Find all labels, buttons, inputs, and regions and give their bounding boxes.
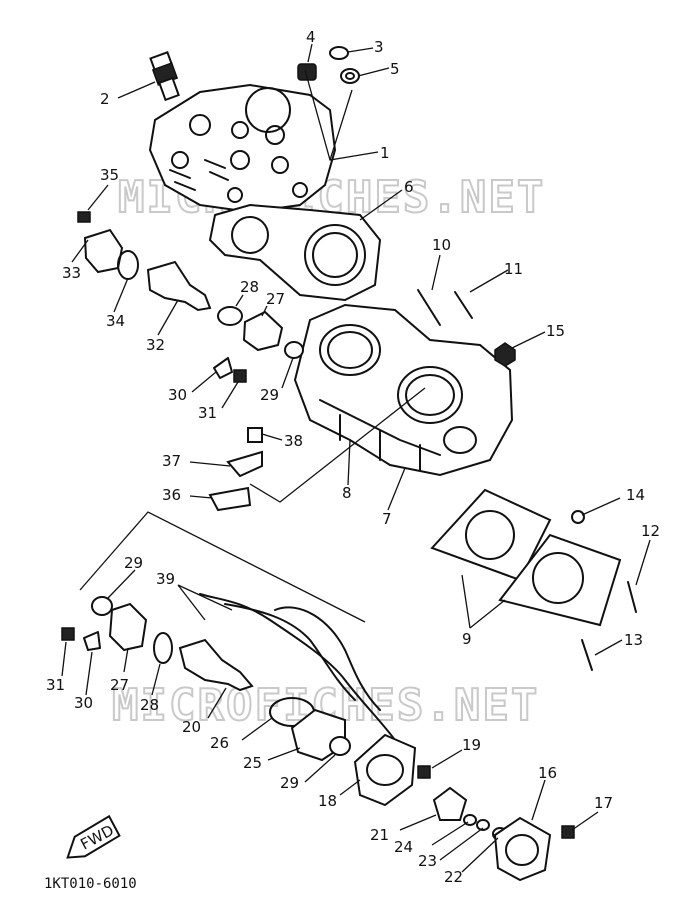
servo-cover [493, 816, 575, 882]
cylinder-base-gaskets [430, 488, 622, 627]
head-gasket [208, 203, 382, 302]
spark-plug [149, 51, 180, 102]
callout-31-lower: 31 [46, 676, 65, 694]
callout-32: 32 [146, 336, 165, 354]
callout-11: 11 [504, 260, 523, 278]
callout-labels: 1 2 3 4 5 6 7 8 9 10 11 12 13 14 15 16 1… [46, 28, 660, 886]
callout-18: 18 [318, 792, 337, 810]
callout-16: 16 [538, 764, 557, 782]
callout-17: 17 [594, 794, 613, 812]
callout-33: 33 [62, 264, 81, 282]
callout-24: 24 [394, 838, 413, 856]
callout-35: 35 [100, 166, 119, 184]
callout-38: 38 [284, 432, 303, 450]
callout-28-lower: 28 [140, 696, 159, 714]
callout-28-upper: 28 [240, 278, 259, 296]
upper-valve-parts [77, 211, 304, 383]
callout-25: 25 [243, 754, 262, 772]
callout-14: 14 [626, 486, 645, 504]
dowel-and-studs [571, 510, 637, 671]
cylinder-head [148, 83, 337, 214]
cylinder-studs [417, 289, 473, 326]
callout-1: 1 [380, 144, 390, 162]
forward-arrow-icon: FWD [66, 814, 121, 859]
callout-8: 8 [342, 484, 352, 502]
callout-29-lower: 29 [280, 774, 299, 792]
callout-9: 9 [462, 630, 472, 648]
callout-5: 5 [390, 60, 400, 78]
valve-housing [353, 733, 417, 807]
callout-26: 26 [210, 734, 229, 752]
cylinder-block [293, 303, 514, 477]
leader-lines [61, 43, 651, 873]
servo-small-parts [417, 765, 508, 841]
callout-36: 36 [162, 486, 181, 504]
callout-20: 20 [182, 718, 201, 736]
callout-30-lower: 30 [74, 694, 93, 712]
cylinder-nut [494, 342, 516, 367]
callout-4: 4 [306, 28, 316, 46]
callout-15: 15 [546, 322, 565, 340]
callout-31-upper: 31 [198, 404, 217, 422]
valve-cables [199, 593, 396, 741]
callout-21: 21 [370, 826, 389, 844]
callout-2: 2 [100, 90, 110, 108]
valve-linkage-parts [208, 427, 263, 512]
callout-19: 19 [462, 736, 481, 754]
callout-23: 23 [418, 852, 437, 870]
lower-valve-parts [61, 596, 351, 762]
head-nut-washer-group [297, 46, 360, 84]
callout-22: 22 [444, 868, 463, 886]
callout-12: 12 [641, 522, 660, 540]
callout-6: 6 [404, 178, 414, 196]
callout-7: 7 [382, 510, 392, 528]
callout-27-lower: 27 [110, 676, 129, 694]
callout-29-upper: 29 [260, 386, 279, 404]
callout-29-mid: 29 [124, 554, 143, 572]
callout-10: 10 [432, 236, 451, 254]
callout-30-upper: 30 [168, 386, 187, 404]
callout-39: 39 [156, 570, 175, 588]
callout-37: 37 [162, 452, 181, 470]
callout-34: 34 [106, 312, 125, 330]
callout-3: 3 [374, 38, 384, 56]
diagram-code: 1KT010-6010 [44, 876, 137, 892]
callout-27-upper: 27 [266, 290, 285, 308]
callout-13: 13 [624, 631, 643, 649]
